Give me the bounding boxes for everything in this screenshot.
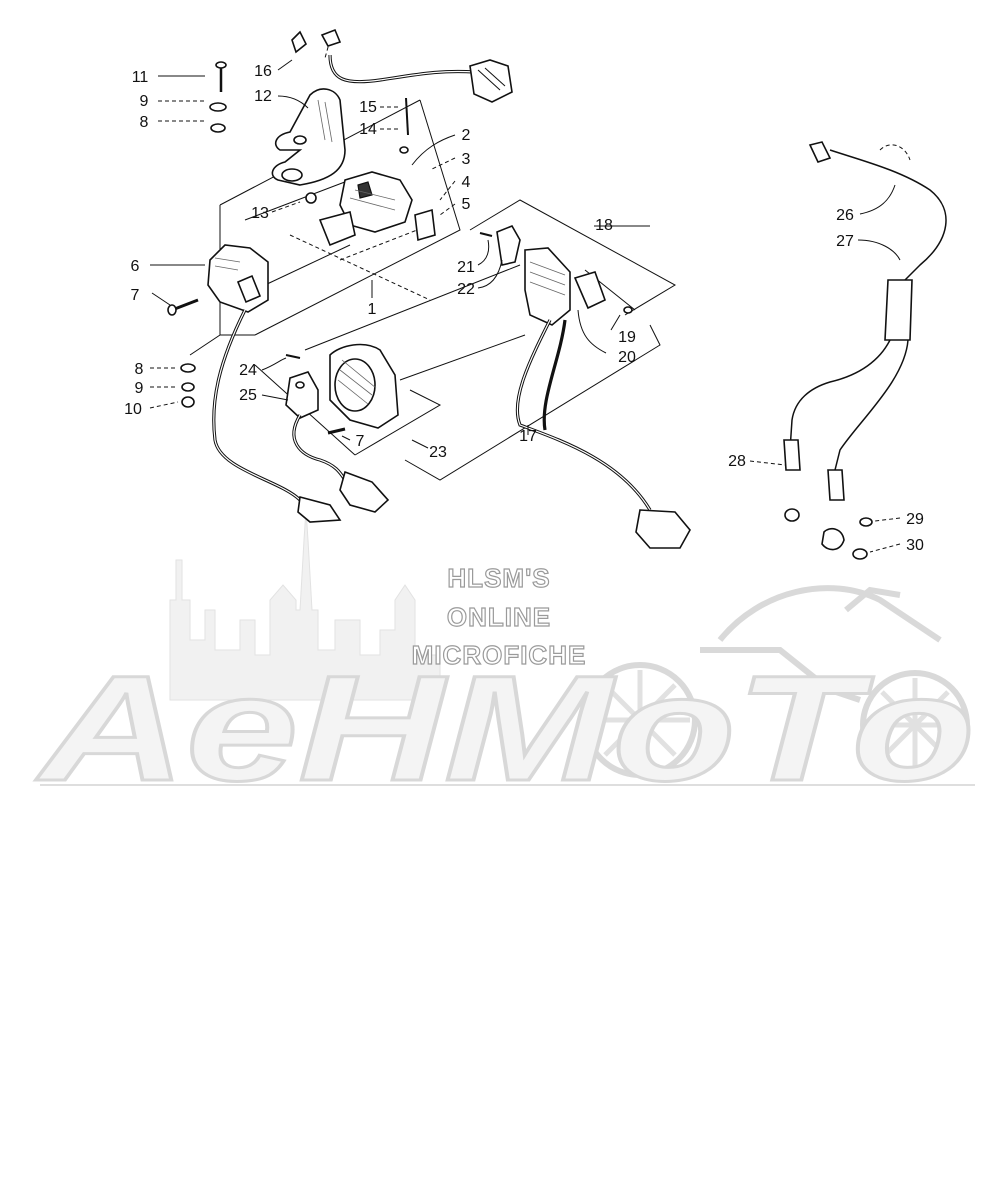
watermark-line-3: MICROFICHE bbox=[412, 640, 587, 670]
part-13-plug bbox=[305, 192, 317, 204]
callout-5: 5 bbox=[462, 196, 471, 213]
callout-8a: 8 bbox=[140, 114, 149, 131]
harness-left bbox=[212, 309, 342, 523]
callout-14: 14 bbox=[359, 121, 377, 138]
callout-6: 6 bbox=[131, 258, 140, 275]
callout-7b: 7 bbox=[356, 433, 365, 450]
callout-16: 16 bbox=[254, 63, 272, 80]
callout-18: 18 bbox=[595, 217, 613, 234]
callout-3: 3 bbox=[462, 151, 471, 168]
connector-right-icon bbox=[635, 509, 691, 549]
watermark-wheel-spokes bbox=[590, 670, 962, 772]
housing-23 bbox=[329, 343, 399, 429]
watermark: AeHMoTo HLSM'S ONLINE MICROFICHE bbox=[33, 509, 976, 814]
callout-30: 30 bbox=[906, 537, 924, 554]
callout-labels: 1 2 3 4 5 6 7 7 8 8 9 9 10 11 12 13 14 1… bbox=[124, 63, 924, 554]
axis-lines bbox=[244, 179, 636, 381]
connector-left-icon bbox=[297, 495, 342, 523]
callout-10: 10 bbox=[124, 401, 142, 418]
callout-27: 27 bbox=[836, 233, 854, 250]
switch-body bbox=[318, 171, 436, 247]
callout-22: 22 bbox=[457, 281, 475, 298]
callout-8b: 8 bbox=[135, 361, 144, 378]
fastener-stack-top bbox=[209, 61, 227, 133]
callout-19: 19 bbox=[618, 329, 636, 346]
assembly-box-18 bbox=[469, 199, 677, 316]
callout-2: 2 bbox=[462, 127, 471, 144]
part-24-25 bbox=[285, 354, 390, 513]
assembly-box-23 bbox=[354, 389, 442, 456]
callout-9a: 9 bbox=[140, 93, 149, 110]
fastener-stack-lower bbox=[180, 363, 196, 408]
callout-24: 24 bbox=[239, 362, 257, 379]
assembly-18-parts bbox=[479, 224, 691, 549]
harness-top bbox=[291, 28, 513, 103]
watermark-line-1: HLSM'S bbox=[447, 563, 550, 593]
pin-14-15 bbox=[399, 97, 409, 154]
callout-26: 26 bbox=[836, 207, 854, 224]
leader-lines bbox=[149, 59, 901, 553]
callout-7a: 7 bbox=[131, 287, 140, 304]
callout-9b: 9 bbox=[135, 380, 144, 397]
lower-housing bbox=[207, 244, 269, 313]
callout-20: 20 bbox=[618, 349, 636, 366]
connector-top-icon bbox=[469, 59, 513, 103]
upper-bracket bbox=[271, 88, 346, 186]
watermark-motorcycle bbox=[582, 585, 970, 780]
screw-7-upper bbox=[167, 298, 199, 316]
watermark-skyline bbox=[169, 509, 441, 701]
callout-23: 23 bbox=[429, 444, 447, 461]
assembly-box-17 bbox=[404, 324, 661, 481]
callout-12: 12 bbox=[254, 88, 272, 105]
callout-21: 21 bbox=[457, 259, 475, 276]
callout-4: 4 bbox=[462, 174, 471, 191]
throttle-cable bbox=[783, 141, 947, 560]
watermark-line-2: ONLINE bbox=[447, 602, 551, 632]
callout-13: 13 bbox=[251, 205, 269, 222]
callout-1: 1 bbox=[368, 301, 377, 318]
connector-mid-icon bbox=[339, 470, 390, 513]
callout-25: 25 bbox=[239, 387, 257, 404]
callout-17: 17 bbox=[519, 428, 537, 445]
callout-15: 15 bbox=[359, 99, 377, 116]
callout-29: 29 bbox=[906, 511, 924, 528]
cable-sleeve-icon bbox=[884, 279, 913, 341]
callout-28: 28 bbox=[728, 453, 746, 470]
callout-11: 11 bbox=[132, 69, 149, 86]
assembly-box-lower bbox=[189, 300, 221, 356]
